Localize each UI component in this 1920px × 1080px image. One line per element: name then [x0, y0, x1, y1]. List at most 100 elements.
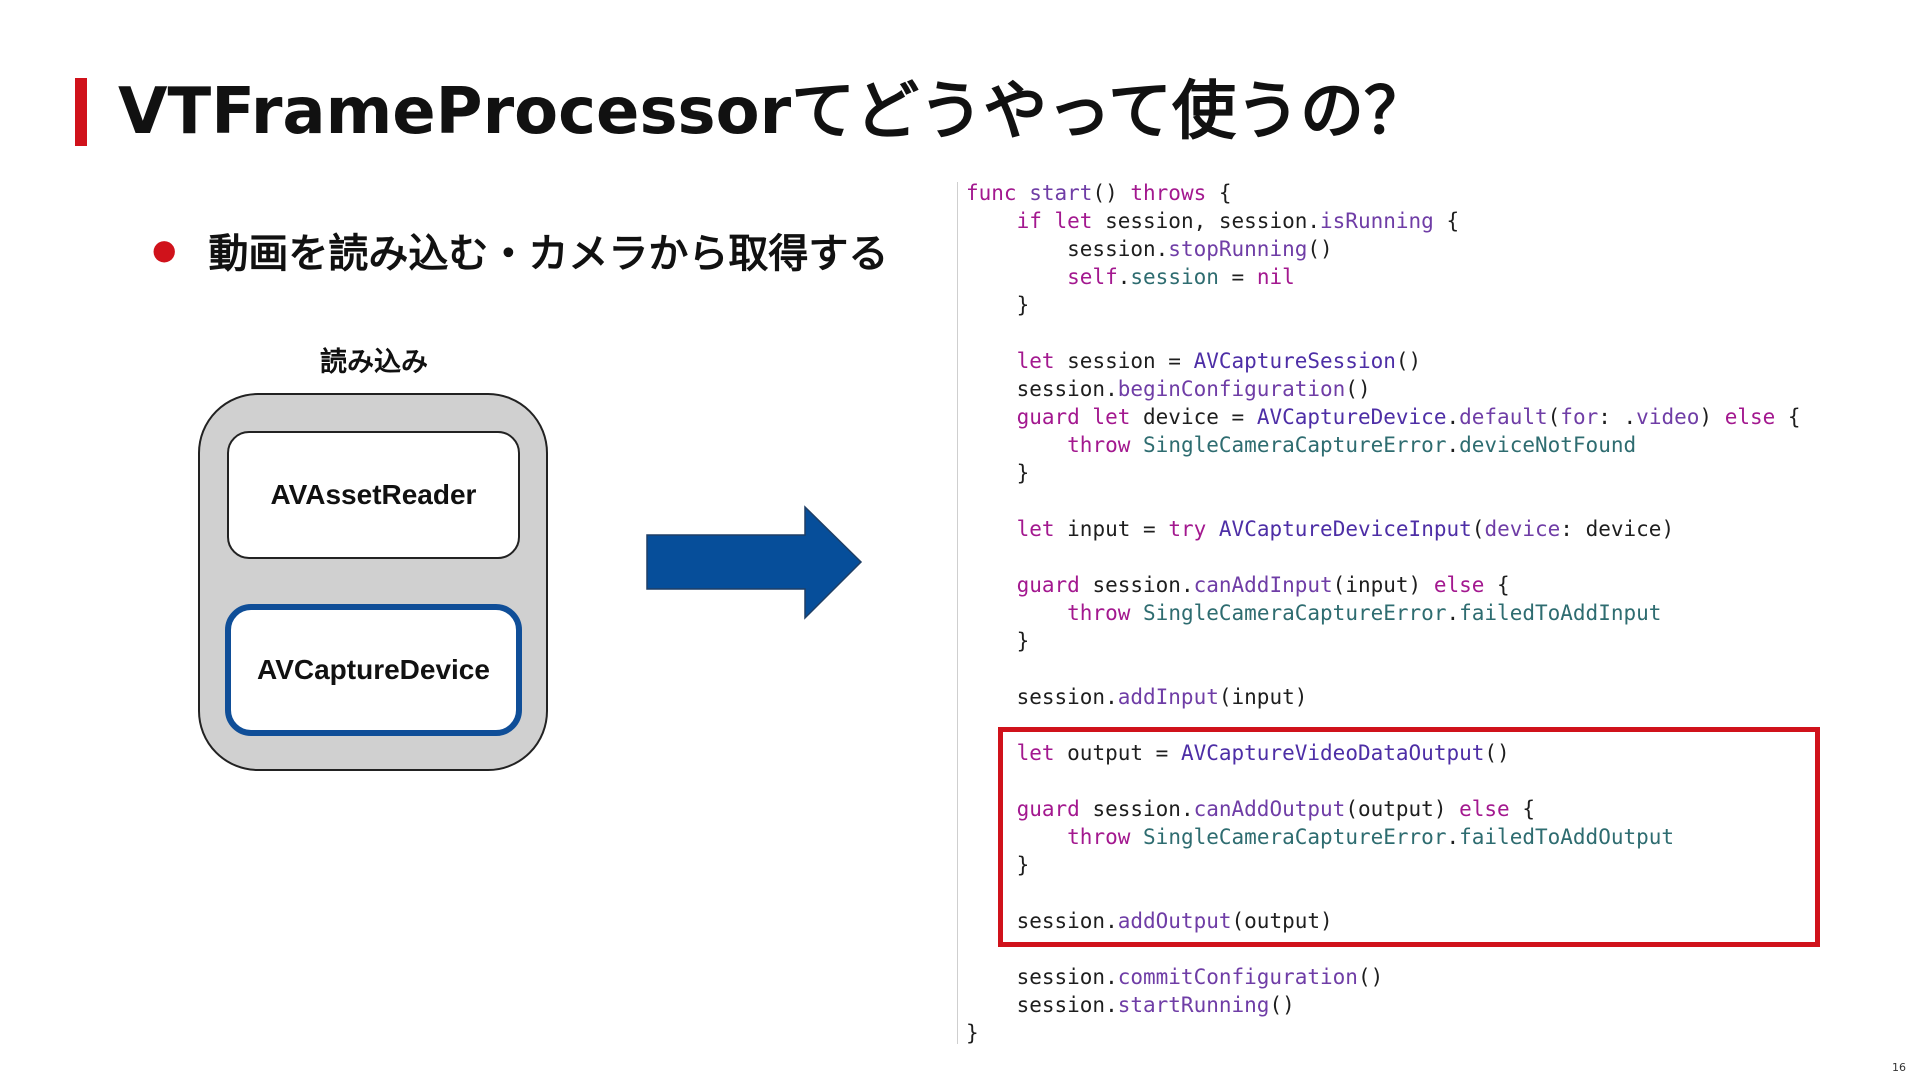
- code-line: }: [966, 627, 1801, 655]
- code-token: [966, 433, 1067, 457]
- code-line: session.beginConfiguration(): [966, 375, 1801, 403]
- code-token: guard let: [1016, 405, 1131, 429]
- code-token: (output): [1345, 797, 1460, 821]
- code-token: (): [1357, 965, 1384, 989]
- code-token: {: [1484, 573, 1510, 597]
- code-line: session.commitConfiguration(): [966, 963, 1801, 991]
- code-token: commitConfiguration: [1117, 965, 1358, 989]
- code-token: }: [966, 629, 1030, 653]
- code-token: (): [1395, 349, 1422, 373]
- code-token: .: [1446, 405, 1460, 429]
- code-token: guard: [1016, 797, 1080, 821]
- code-token: throw: [1067, 433, 1131, 457]
- code-token: nil: [1256, 265, 1295, 289]
- code-token: (): [1092, 181, 1131, 205]
- code-token: guard: [1016, 573, 1080, 597]
- code-token: session.: [966, 685, 1118, 709]
- title-accent-bar: [75, 78, 87, 146]
- code-token: video: [1636, 405, 1700, 429]
- code-token: func: [966, 181, 1030, 205]
- code-token: default: [1459, 405, 1548, 429]
- code-listing: func start() throws { if let session, se…: [966, 179, 1801, 1047]
- code-token: }: [966, 461, 1030, 485]
- code-token: AVCaptureVideoDataOutput: [1180, 741, 1485, 765]
- code-token: addInput: [1117, 685, 1219, 709]
- code-token: else: [1724, 405, 1776, 429]
- code-token: [966, 209, 1017, 233]
- code-token: stopRunning: [1168, 237, 1308, 261]
- code-line: func start() throws {: [966, 179, 1801, 207]
- code-line: let output = AVCaptureVideoDataOutput(): [966, 739, 1801, 767]
- code-token: throw: [1067, 825, 1131, 849]
- code-token: isRunning: [1320, 209, 1434, 233]
- code-token: [966, 405, 1017, 429]
- code-token: [966, 517, 1017, 541]
- code-token: AVCaptureSession: [1193, 349, 1396, 373]
- code-line: guard session.canAddOutput(output) else …: [966, 795, 1801, 823]
- code-token: else: [1459, 797, 1510, 821]
- code-line: throw SingleCameraCaptureError.failedToA…: [966, 599, 1801, 627]
- code-line: session.addOutput(output): [966, 907, 1801, 935]
- code-token: AVCaptureDeviceInput: [1218, 517, 1472, 541]
- code-token: {: [1775, 405, 1801, 429]
- code-token: (: [1471, 517, 1485, 541]
- code-token: (): [1307, 237, 1333, 261]
- code-token: if let: [1016, 209, 1093, 233]
- page-number: 16: [1892, 1061, 1906, 1074]
- code-token: {: [1433, 209, 1460, 233]
- code-token: let: [1016, 741, 1055, 765]
- code-line: session.startRunning(): [966, 991, 1801, 1019]
- code-token: (): [1269, 993, 1295, 1017]
- code-token: session.: [966, 909, 1118, 933]
- code-token: (: [1547, 405, 1561, 429]
- slide-title: VTFrameProcessorてどうやって使うの？: [118, 75, 1428, 149]
- code-token: start: [1029, 181, 1093, 205]
- code-line: guard session.canAddInput(input) else {: [966, 571, 1801, 599]
- code-token: session.: [966, 993, 1118, 1017]
- code-token: addOutput: [1117, 909, 1232, 933]
- code-line: if let session, session.isRunning {: [966, 207, 1801, 235]
- code-token: canAddOutput: [1193, 797, 1346, 821]
- code-token: else: [1433, 573, 1485, 597]
- code-token: .: [1117, 265, 1131, 289]
- code-token: session.: [966, 965, 1118, 989]
- code-line: }: [966, 291, 1801, 319]
- code-token: let: [1016, 517, 1055, 541]
- code-token: session, session.: [1092, 209, 1321, 233]
- code-token: device: [1484, 517, 1561, 541]
- code-line: throw SingleCameraCaptureError.deviceNot…: [966, 431, 1801, 459]
- code-token: ): [1699, 405, 1725, 429]
- code-token: canAddInput: [1193, 573, 1333, 597]
- code-token: : device): [1560, 517, 1675, 541]
- code-token: (): [1484, 741, 1510, 765]
- code-token: (input): [1218, 685, 1308, 709]
- code-token: AVCaptureDevice: [1256, 405, 1447, 429]
- code-token: throws: [1130, 181, 1207, 205]
- code-line: session.addInput(input): [966, 683, 1801, 711]
- code-token: .: [1446, 433, 1460, 457]
- code-token: try: [1168, 517, 1207, 541]
- code-line: }: [966, 1019, 1801, 1047]
- code-token: (output): [1231, 909, 1333, 933]
- code-line: let session = AVCaptureSession(): [966, 347, 1801, 375]
- code-line: }: [966, 851, 1801, 879]
- code-token: throw: [1067, 601, 1131, 625]
- code-token: (input): [1332, 573, 1434, 597]
- code-token: device =: [1130, 405, 1257, 429]
- code-token: }: [966, 1021, 979, 1045]
- code-token: [966, 573, 1017, 597]
- code-token: (): [1345, 377, 1371, 401]
- code-token: [1206, 517, 1219, 541]
- output-code-highlight: [998, 727, 1820, 947]
- code-line: self.session = nil: [966, 263, 1801, 291]
- code-token: [966, 349, 1017, 373]
- code-token: for: [1560, 405, 1599, 429]
- code-token: deviceNotFound: [1459, 433, 1637, 457]
- code-token: self: [1067, 265, 1118, 289]
- code-line: guard let device = AVCaptureDevice.defau…: [966, 403, 1801, 431]
- code-line: [966, 655, 1801, 683]
- avcapturedevice-box: AVCaptureDevice: [225, 604, 522, 736]
- code-token: session.: [1079, 797, 1194, 821]
- code-token: {: [1206, 181, 1232, 205]
- code-token: session.: [966, 237, 1169, 261]
